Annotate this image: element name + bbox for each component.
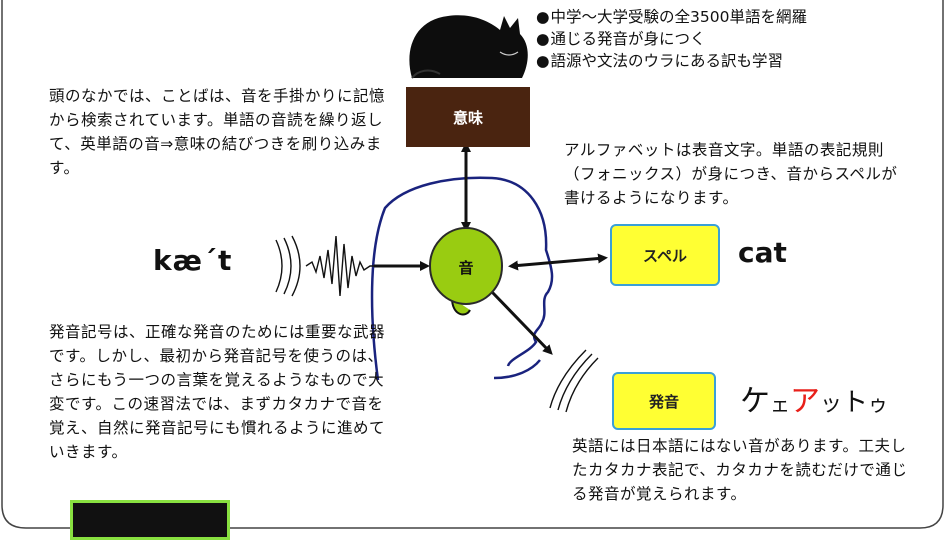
phonetic-word: kæ´t bbox=[153, 244, 233, 277]
arrow-sound-pronunciation bbox=[490, 290, 553, 355]
spelling-node: スペル bbox=[610, 224, 720, 286]
katakana-char: ッ bbox=[820, 392, 843, 417]
outgoing-sound-arcs bbox=[549, 349, 599, 413]
meaning-node-label: 意味 bbox=[452, 108, 483, 127]
phonetic-symbols-explanation: 発音記号は、正確な発音のためには重要な武器です。しかし、最初から発音記号を使うの… bbox=[49, 323, 386, 461]
feature-list: 中学～大学受験の全3500単語を網羅 通じる発音が身につく 語源や文法のウラにあ… bbox=[536, 6, 807, 72]
sleeping-cat-picture bbox=[406, 0, 530, 80]
sound-node bbox=[429, 227, 503, 316]
thumbnail-image-frame bbox=[70, 500, 230, 540]
feature-item: 通じる発音が身につく bbox=[536, 28, 807, 50]
feature-item: 中学～大学受験の全3500単語を網羅 bbox=[536, 6, 807, 28]
katakana-char: ェ bbox=[770, 392, 790, 416]
alphabet-explanation: アルファベットは表音文字。単語の表記規則（フォニックス）が身につき、音からスペル… bbox=[564, 141, 898, 207]
spelling-word: cat bbox=[738, 236, 787, 269]
frame-border bbox=[1, 0, 944, 529]
katakana-char: ア bbox=[790, 384, 820, 419]
spelling-node-label: スペル bbox=[643, 246, 687, 265]
neck-outline bbox=[493, 359, 541, 380]
arrow-sound-spelling bbox=[508, 253, 608, 271]
feature-item: 語源や文法のウラにある訳も学習 bbox=[536, 50, 807, 72]
incoming-sound-arcs bbox=[275, 235, 301, 297]
pronunciation-node-label: 発音 bbox=[648, 392, 679, 411]
memory-explanation: 頭のなかでは、ことばは、音を手掛かりに記憶から検索されています。単語の音読を繰り… bbox=[49, 87, 386, 177]
sound-node-label: 音 bbox=[458, 258, 474, 277]
waveform-icon bbox=[305, 235, 380, 297]
katakana-char: ト bbox=[842, 388, 869, 418]
katakana-char: ケ bbox=[740, 384, 770, 419]
katakana-explanation: 英語には日本語にはない音があります。工夫したカタカナ表記で、カタカナを読むだけで… bbox=[572, 437, 908, 503]
meaning-node: 意味 bbox=[406, 87, 530, 147]
katakana-char: ゥ bbox=[868, 392, 889, 416]
pronunciation-node: 発音 bbox=[612, 372, 716, 430]
katakana-word: ケェアットゥ bbox=[740, 382, 888, 426]
